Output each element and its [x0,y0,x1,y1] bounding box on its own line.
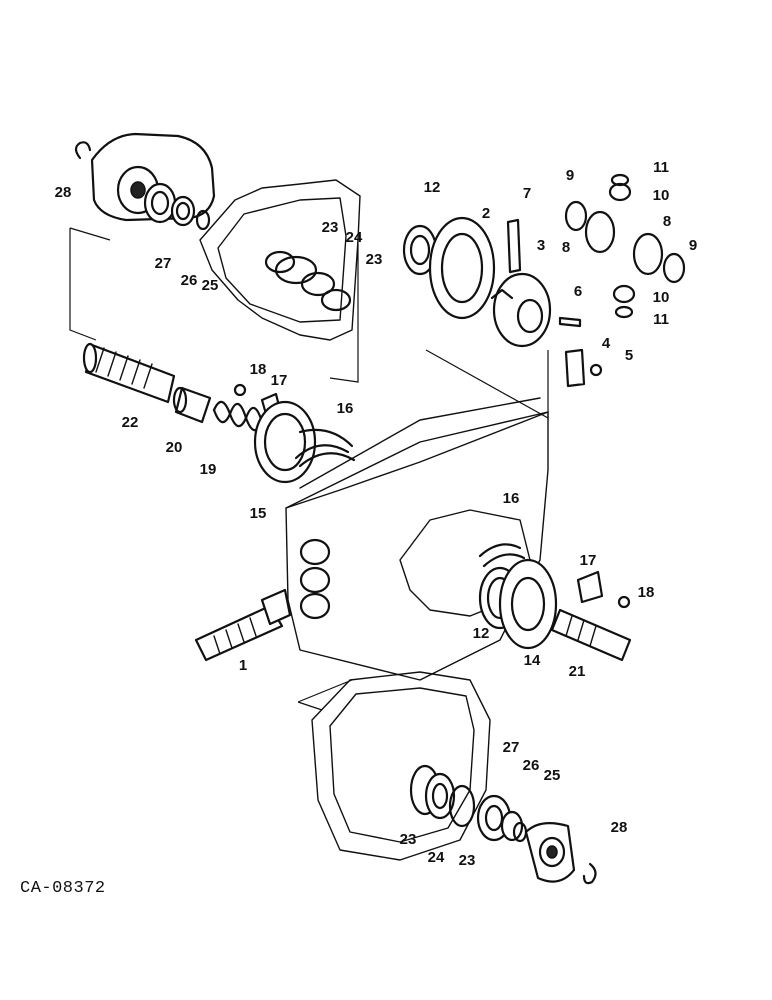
differential-case-3 [490,272,552,348]
callout-c5: 5 [625,347,633,364]
washer-11-top [610,173,630,187]
lower-snap-ring-28 [582,862,597,885]
callout-c10a: 10 [653,187,670,204]
callout-c16b: 16 [503,490,520,507]
callout-c10b: 10 [653,289,670,306]
callout-c27b: 27 [503,739,520,756]
pinion-gear-10-bottom [612,284,636,304]
callout-c21: 21 [569,663,586,680]
callout-c14: 14 [524,652,541,669]
callout-c9a: 9 [566,167,574,184]
callout-c9b: 9 [689,237,697,254]
lock-plate-4 [564,348,586,388]
callout-c12b: 12 [473,625,490,642]
lower-seal-26 [500,810,524,842]
bolt-5 [589,363,603,377]
callout-c17b: 17 [580,552,597,569]
upper-housing-plate [199,179,361,341]
callout-c2: 2 [482,205,490,222]
callout-c23b: 23 [366,251,383,268]
upper-snap-ring-28 [74,141,92,160]
callout-c7: 7 [523,185,531,202]
callout-c18a: 18 [250,361,267,378]
lower-bearing-24 [424,772,456,820]
callout-c28b: 28 [611,819,628,836]
side-gear-8-left [584,210,616,254]
callout-c11b: 11 [653,311,669,328]
callout-c11a: 11 [653,159,669,176]
callout-c20: 20 [166,439,183,456]
callout-c27a: 27 [155,255,172,272]
callout-c23c: 23 [400,831,417,848]
callout-c15: 15 [250,505,267,522]
shims-16-upper [294,444,356,468]
callout-c1: 1 [239,657,247,674]
callout-c18b: 18 [638,584,655,601]
cross-pin-7 [506,218,522,274]
callout-labels: 1234567889910101111121214151616171718181… [55,159,698,869]
thrust-washer-9-left [564,200,588,232]
pinion-gear-10-top [608,182,632,202]
assembly-lines [69,227,549,711]
lower-end-cover [524,821,576,883]
callout-c25b: 25 [544,767,561,784]
callout-c4: 4 [602,335,611,352]
pinion-shaft-1 [194,588,292,662]
callout-c19: 19 [200,461,217,478]
callout-c25a: 25 [202,277,219,294]
callout-c16a: 16 [337,400,354,417]
callout-c8a: 8 [562,239,570,256]
callout-c24a: 24 [346,229,363,246]
pin-6 [558,316,582,328]
thrust-washer-9-right [662,252,686,284]
bolt-18-upper [233,383,247,397]
callout-c26b: 26 [523,757,540,774]
drawing-code: CA-08372 [20,879,106,898]
callout-c8b: 8 [663,213,671,230]
upper-seal-26 [170,195,196,227]
washer-11-bottom [614,305,634,319]
callout-c23d: 23 [459,852,476,869]
callout-c23a: 23 [322,219,339,236]
main-shaft-22 [82,342,176,404]
upper-bearing-27 [143,182,177,224]
flange-14 [498,558,558,650]
callout-c12a: 12 [424,179,441,196]
shims-16-lower [478,543,526,568]
ring-gear-2 [428,216,496,320]
sleeve-20 [172,386,212,424]
callout-c3: 3 [537,237,545,254]
side-gear-8-right [632,232,664,276]
callout-c26a: 26 [181,272,198,289]
callout-c24b: 24 [428,849,445,866]
output-shaft-21 [550,608,632,662]
callout-c17a: 17 [271,372,288,389]
upper-ring-25 [195,209,211,231]
callout-c22: 22 [122,414,139,431]
flange-15 [253,400,354,484]
callout-c28a: 28 [55,184,72,201]
bolt-18-lower [617,595,631,609]
callout-c6: 6 [574,283,582,300]
lock-17-lower [576,570,604,604]
lower-ring-23-right [448,784,476,828]
